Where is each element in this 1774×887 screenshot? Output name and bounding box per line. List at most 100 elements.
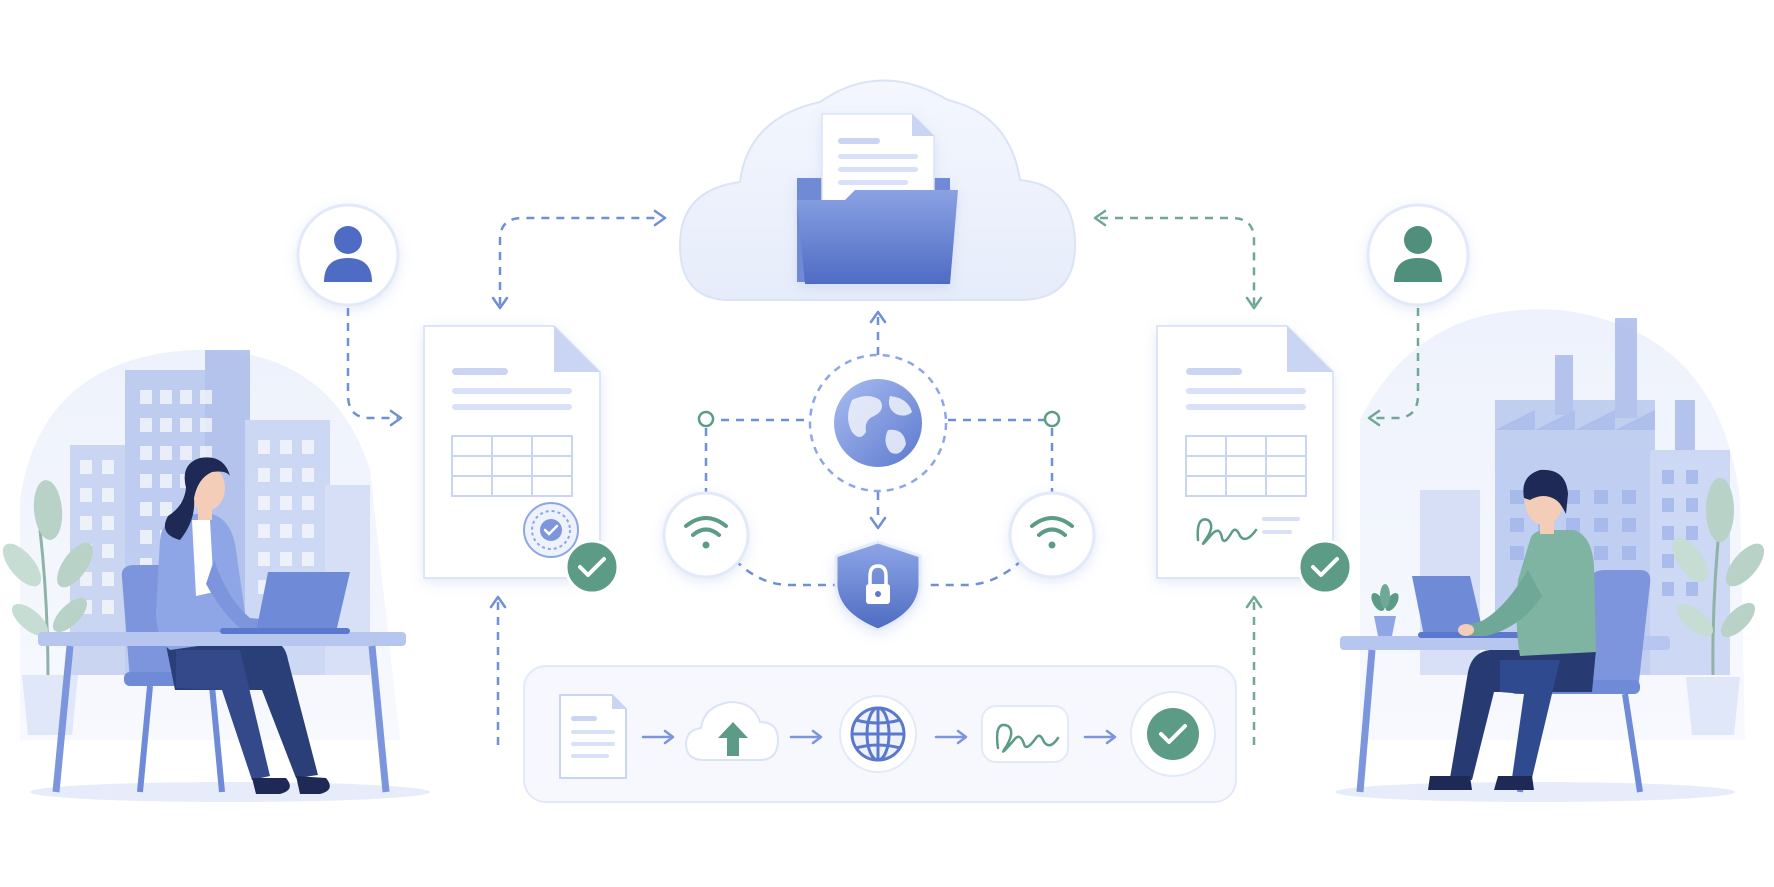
building-window — [140, 530, 152, 544]
document-left — [423, 325, 620, 595]
user-icon — [1394, 226, 1442, 282]
building-window — [102, 460, 114, 474]
wifi-icon — [684, 516, 728, 549]
building-window — [1566, 518, 1580, 532]
globe-node — [808, 353, 948, 493]
user-circle-left — [296, 203, 400, 307]
building-window — [1510, 490, 1524, 504]
workflow-panel — [523, 665, 1237, 803]
connector-user-to-doc-right — [1372, 308, 1420, 420]
connector-wifi-left-shield — [734, 559, 835, 587]
arrowheads — [389, 209, 1381, 609]
building-window — [302, 496, 314, 510]
building-window — [280, 440, 292, 454]
network-node-left — [697, 410, 715, 428]
workflow-step-signature — [981, 705, 1069, 763]
building-window — [160, 502, 172, 516]
checkmark-icon — [564, 539, 620, 595]
checkmark-icon — [1297, 539, 1353, 595]
table-grid — [451, 435, 573, 497]
building-window — [180, 446, 192, 460]
cloud-folder-icon — [797, 113, 958, 284]
workflow-step-complete — [1130, 691, 1216, 777]
building-window — [258, 552, 270, 566]
building-window — [80, 460, 92, 474]
desk-plant — [1371, 584, 1399, 636]
right-plant — [1672, 478, 1765, 735]
building-window — [160, 390, 172, 404]
globe-icon — [850, 706, 906, 762]
building-window — [200, 446, 212, 460]
building-window — [1662, 526, 1674, 540]
building-window — [1510, 546, 1524, 560]
building-window — [160, 474, 172, 488]
building-window — [1622, 490, 1636, 504]
wifi-node-right — [1008, 491, 1096, 579]
shield-lock-icon — [834, 540, 922, 632]
left-floor-shadow — [30, 782, 430, 802]
building-window — [140, 474, 152, 488]
building-window — [102, 516, 114, 530]
building-window — [258, 524, 270, 538]
building-window — [302, 468, 314, 482]
building-window — [1566, 490, 1580, 504]
building-window — [1594, 518, 1608, 532]
workflow-arrows — [641, 729, 1117, 745]
user-icon — [324, 226, 372, 282]
building-window — [280, 524, 292, 538]
building-window — [1510, 518, 1524, 532]
building-window — [1594, 546, 1608, 560]
wifi-icon — [1030, 516, 1074, 549]
building-window — [80, 516, 92, 530]
building-window — [1662, 470, 1674, 484]
building-window — [102, 488, 114, 502]
person-right — [1428, 469, 1651, 793]
seal-badge-icon — [523, 502, 579, 558]
document-right — [1156, 325, 1353, 595]
building-window — [200, 390, 212, 404]
right-floor-shadow — [1335, 782, 1735, 802]
building-window — [1686, 582, 1698, 596]
building-window — [1686, 526, 1698, 540]
cloud-upload-icon — [718, 722, 748, 756]
building-window — [102, 600, 114, 614]
building-window — [102, 572, 114, 586]
building-window — [1662, 554, 1674, 568]
building-window — [140, 390, 152, 404]
building-window — [102, 544, 114, 558]
building-window — [80, 488, 92, 502]
connector-doc-to-cloud — [498, 216, 660, 305]
desk-left — [38, 572, 406, 793]
connector-wifi-right-shield — [925, 559, 1023, 587]
table-grid — [1185, 435, 1307, 497]
building-window — [1662, 582, 1674, 596]
building-window — [140, 446, 152, 460]
checkmark-icon — [1147, 708, 1199, 760]
workflow-step-globe — [839, 695, 917, 773]
connector-user-to-doc-left — [346, 308, 398, 420]
building-window — [140, 418, 152, 432]
building-window — [280, 552, 292, 566]
laptop-left — [220, 572, 350, 634]
building-window — [1622, 518, 1636, 532]
building-window — [1662, 498, 1674, 512]
building-window — [180, 418, 192, 432]
building-window — [140, 502, 152, 516]
building-window — [160, 418, 172, 432]
globe-icon — [834, 379, 922, 467]
network-node-right — [1043, 410, 1061, 428]
building-window — [180, 390, 192, 404]
signature-icon — [995, 723, 1060, 753]
building-window — [200, 418, 212, 432]
building-window — [258, 468, 270, 482]
workflow-step-document — [559, 694, 627, 779]
building-window — [280, 496, 292, 510]
building-window — [258, 496, 270, 510]
workflow-step-upload — [684, 700, 780, 761]
cloud-storage — [678, 79, 1077, 301]
building-window — [302, 440, 314, 454]
user-circle-right — [1366, 203, 1470, 307]
building-window — [1686, 498, 1698, 512]
person-left — [121, 457, 330, 794]
building-window — [80, 572, 92, 586]
